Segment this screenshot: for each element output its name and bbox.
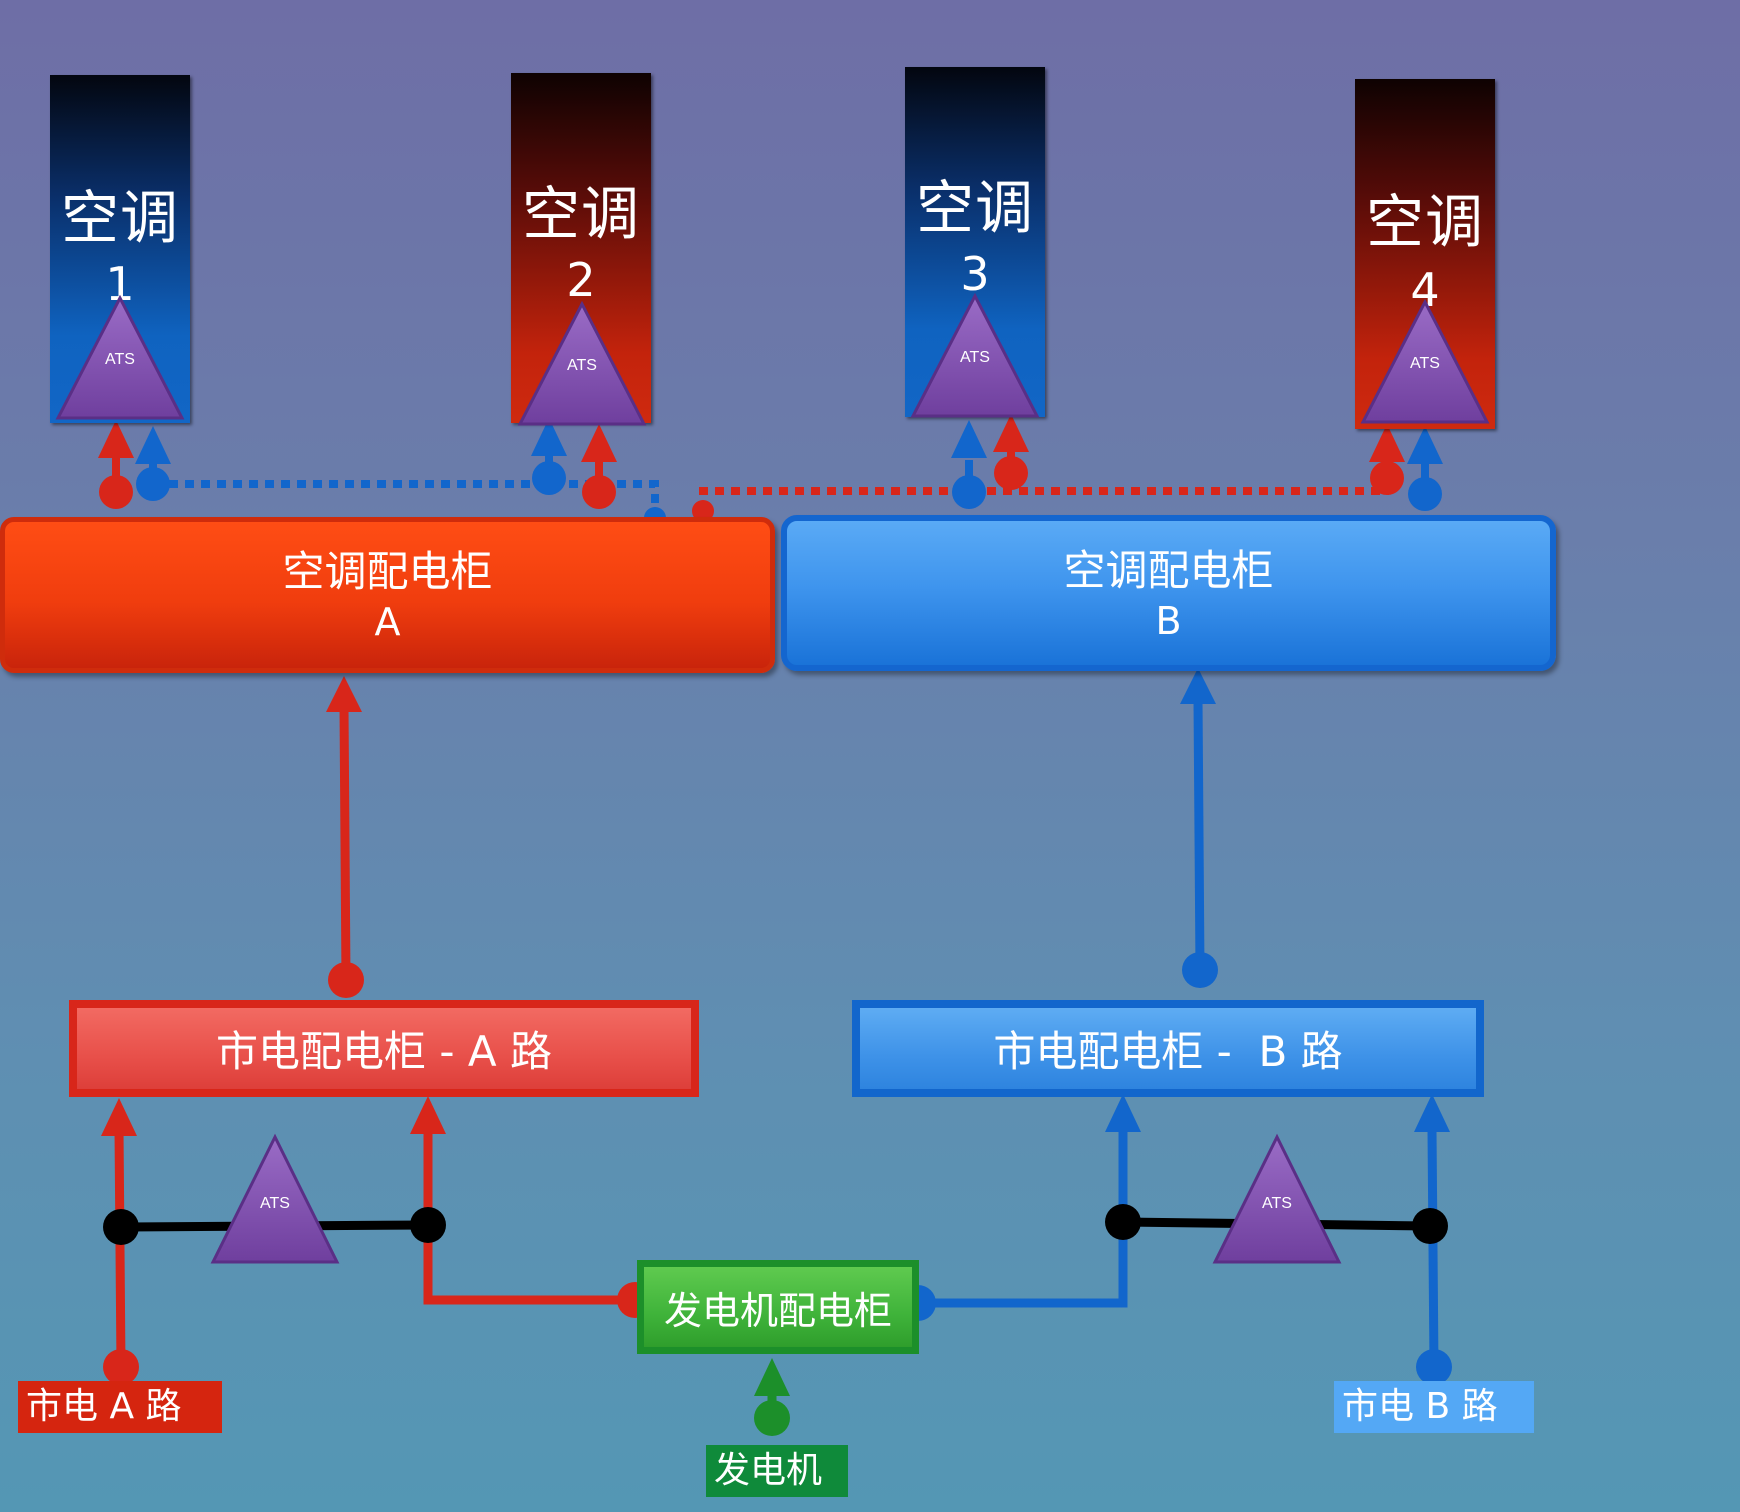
ac-title: 空调 [1365, 188, 1484, 256]
feed-generator [754, 1358, 790, 1436]
source-utility-a: 市电 A 路 [18, 1381, 222, 1433]
air-conditioner-4: 空调 4 [1355, 79, 1495, 429]
dotted-link-b-side [699, 487, 1389, 511]
generator-panel: 发电机配电柜 [637, 1260, 919, 1354]
ac-number: 3 [960, 247, 990, 301]
feed-ac1 [98, 420, 171, 509]
utility-panel-a: 市电配电柜 - A 路 [69, 1000, 699, 1097]
ac-panel-a: 空调配电柜 A [0, 517, 775, 673]
ac-title: 空调 [60, 184, 179, 252]
feed-ac2 [531, 418, 617, 509]
feed-panel-a [326, 676, 364, 998]
ac-panel-b-title: 空调配电柜 [1063, 546, 1274, 595]
ac-panel-a-letter: A [374, 599, 401, 644]
feed-ac3 [951, 414, 1029, 509]
ac-title: 空调 [915, 174, 1034, 242]
ac-panel-b: 空调配电柜 B [781, 515, 1556, 671]
feed-ac4 [1369, 424, 1443, 511]
utility-panel-a-label: 市电配电柜 - A 路 [216, 1027, 552, 1076]
dotted-link-dot-red [692, 500, 714, 522]
dotted-link-a-side [153, 480, 659, 518]
utility-panel-b: 市电配电柜 - B 路 [852, 1000, 1484, 1097]
source-utility-b: 市电 B 路 [1334, 1381, 1534, 1433]
ac-title: 空调 [521, 180, 640, 248]
source-generator: 发电机 [706, 1445, 848, 1497]
feed-panel-b [1180, 668, 1218, 988]
ac-panel-b-letter: B [1155, 598, 1182, 643]
air-conditioner-1: 空调 1 [50, 75, 190, 423]
ac-panel-a-title: 空调配电柜 [282, 547, 493, 596]
air-conditioner-2: 空调 2 [511, 73, 651, 423]
utility-panel-b-label: 市电配电柜 - B 路 [993, 1027, 1343, 1076]
ac-number: 4 [1410, 263, 1440, 317]
ac-number: 1 [105, 257, 135, 311]
wires-bottom-b [900, 1094, 1452, 1385]
generator-panel-label: 发电机配电柜 [663, 1288, 892, 1333]
ac-number: 2 [566, 253, 596, 307]
air-conditioner-3: 空调 3 [905, 67, 1045, 417]
wires-bottom-a [101, 1096, 653, 1385]
